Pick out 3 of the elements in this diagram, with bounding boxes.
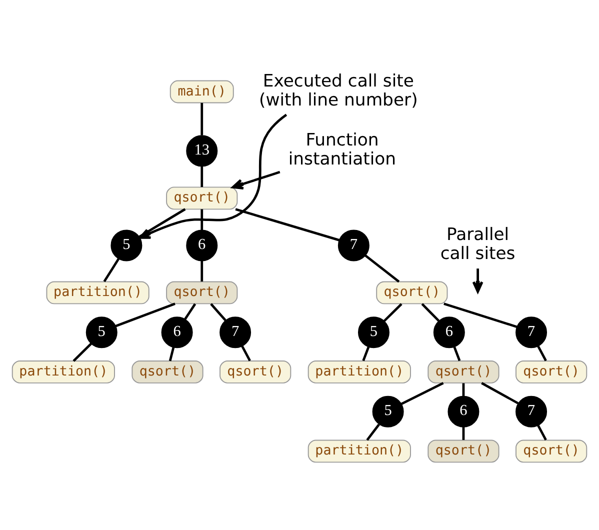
node-text: Function instantiation [288, 130, 396, 170]
node-text: Parallel call sites [440, 224, 516, 264]
node-text: Executed call site (with line number) [259, 70, 418, 110]
